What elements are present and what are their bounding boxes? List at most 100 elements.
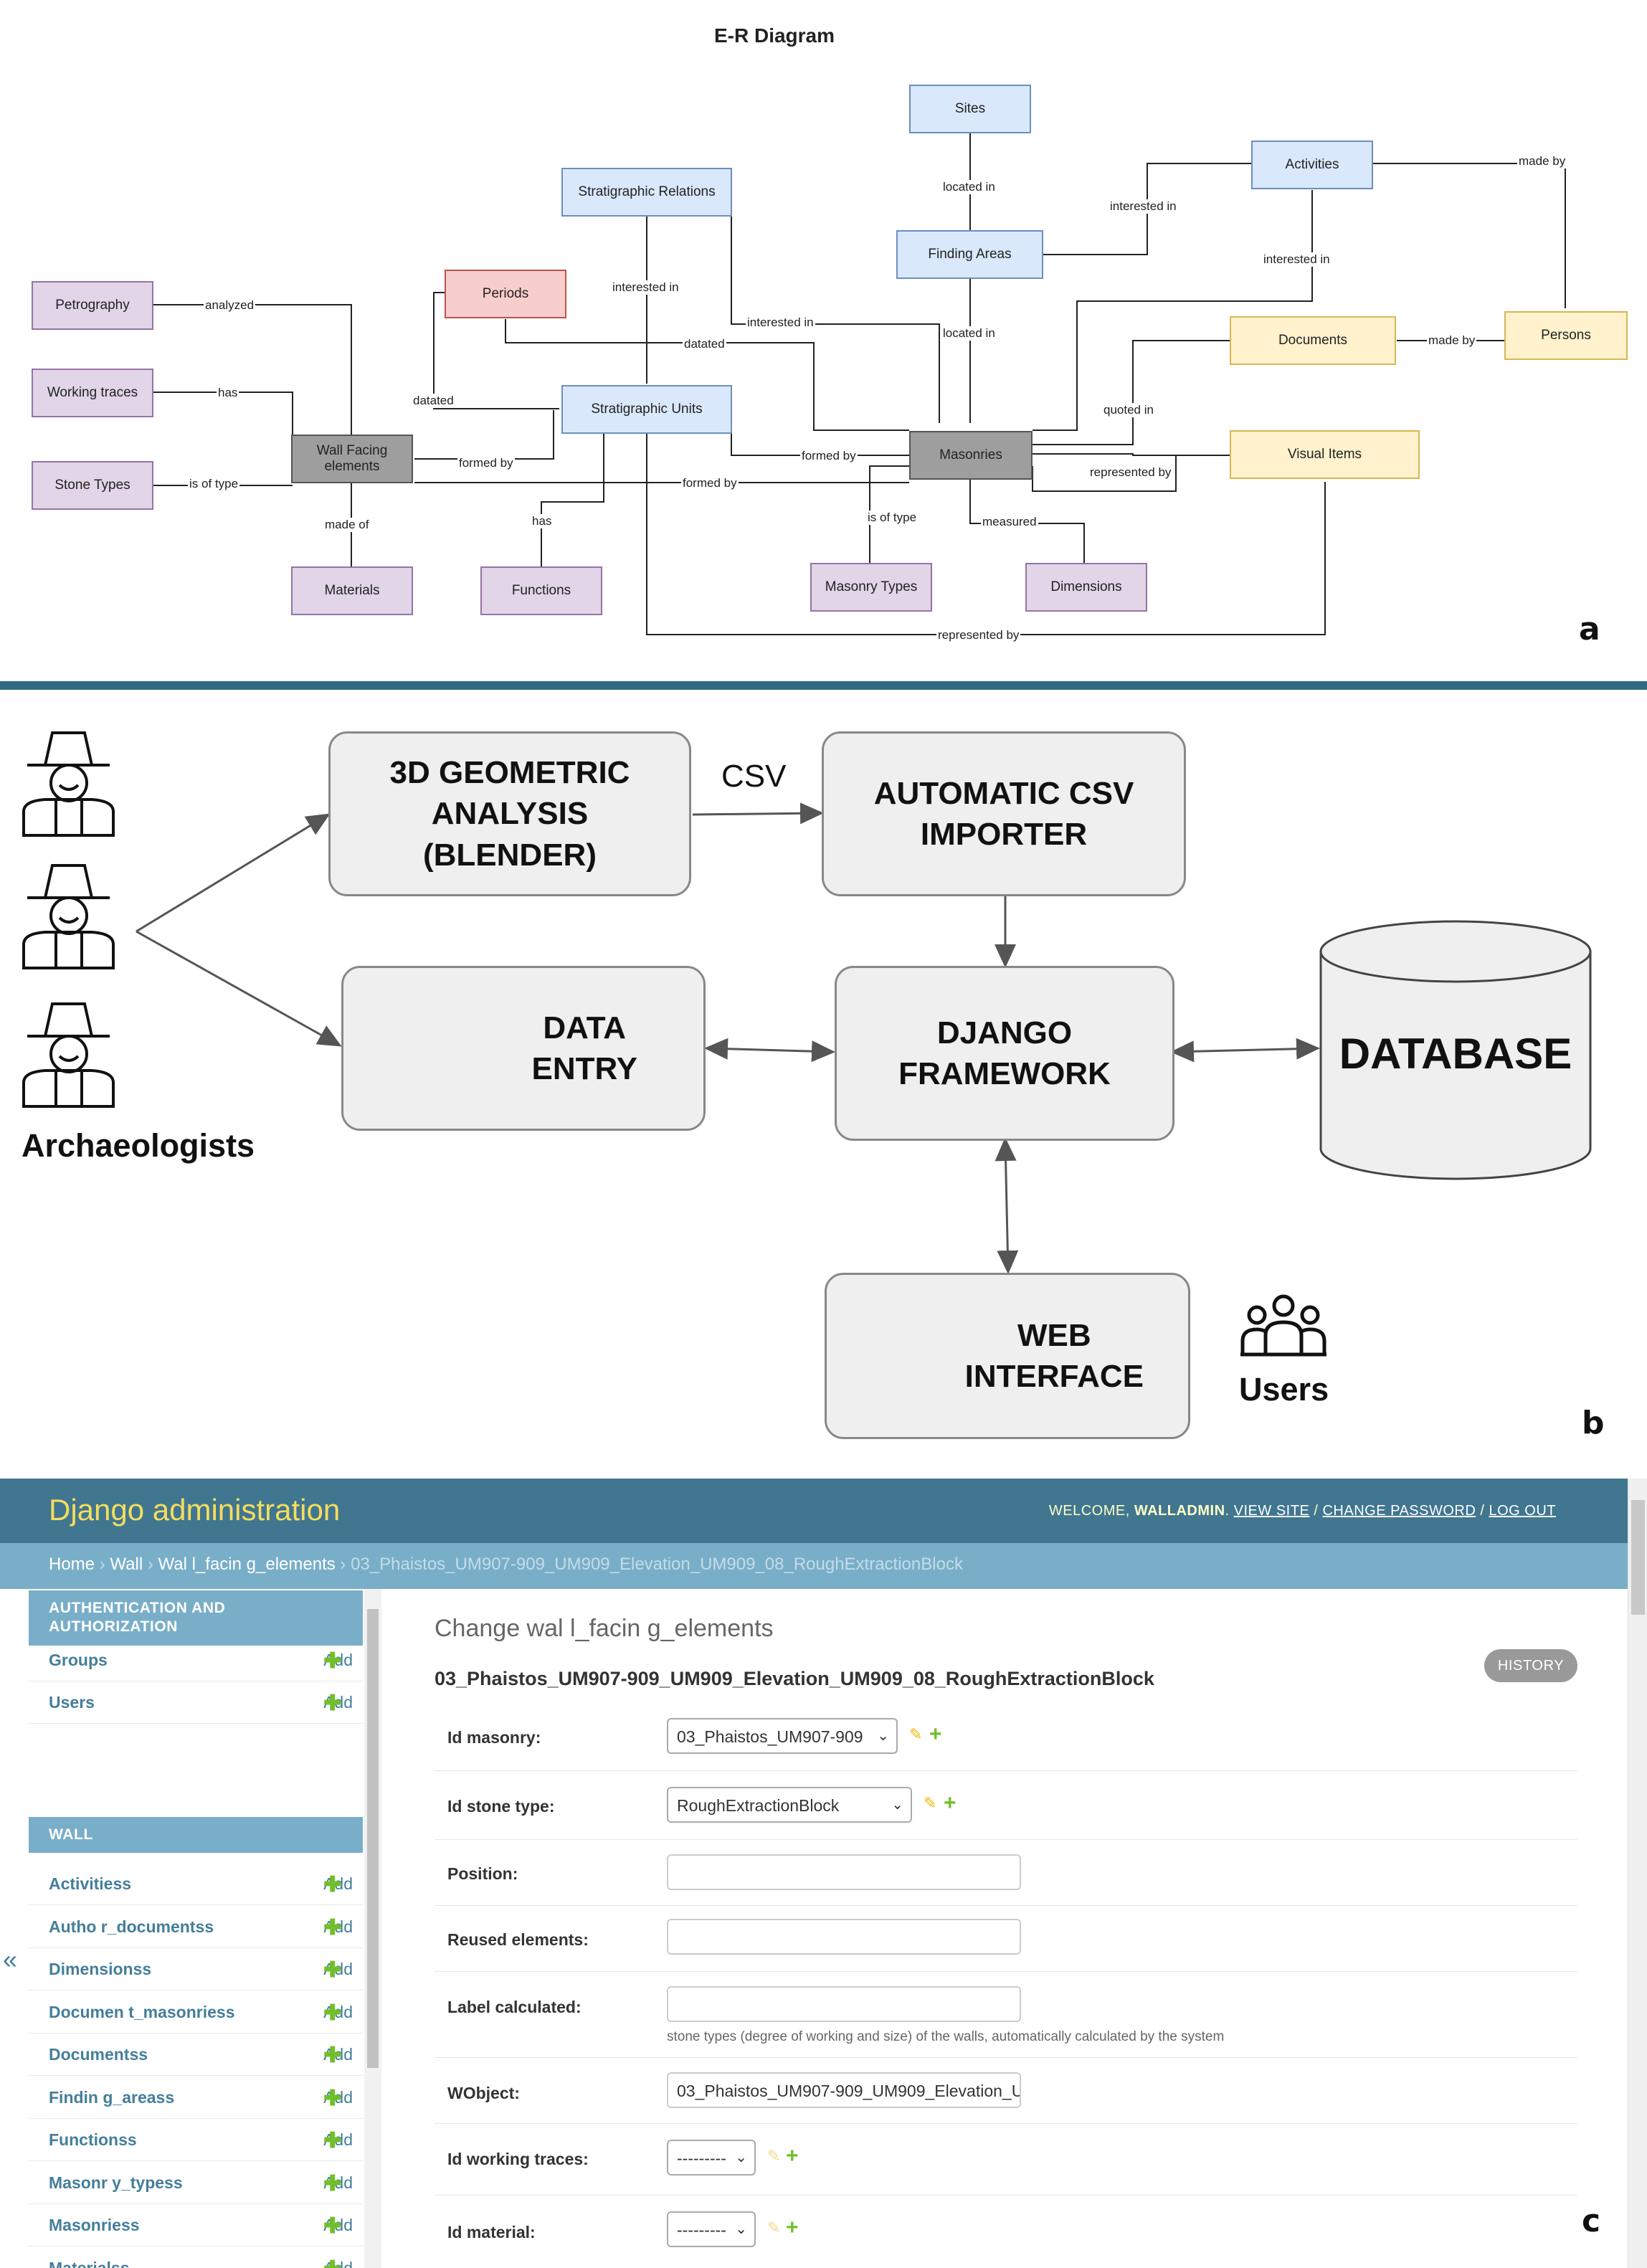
add-icon: ✚ <box>323 1915 342 1940</box>
edit-pencil-icon[interactable]: ✎ <box>909 1725 923 1743</box>
archaeologists-label: Archaeologists <box>22 1127 255 1164</box>
log-out-link[interactable]: LOG OUT <box>1489 1503 1556 1519</box>
module-caption-auth[interactable]: AUTHENTICATION AND AUTHORIZATION <box>29 1590 363 1646</box>
history-button[interactable]: HISTORY <box>1484 1649 1577 1682</box>
sidebar-item-users[interactable]: Users ✚ Add <box>29 1681 363 1724</box>
reused-elements-input[interactable] <box>667 1919 1021 1955</box>
add-related-icon[interactable]: + <box>944 1791 957 1815</box>
edit-pencil-icon[interactable]: ✎ <box>767 2219 781 2236</box>
id-stone-type-select[interactable]: RoughExtractionBlock⌄ <box>667 1787 912 1823</box>
entity-stratigraphic-relations: Stratigraphic Relations <box>561 168 732 217</box>
add-link[interactable]: ✚ Add <box>323 2258 353 2268</box>
id-masonry-select[interactable]: 03_Phaistos_UM907-909⌄ <box>667 1718 898 1754</box>
field-row-reused-elements: Reused elements: <box>435 1906 1577 1972</box>
entity-documents: Documents <box>1230 316 1396 365</box>
sidebar-item-label[interactable]: Findin g_areass <box>49 2087 175 2107</box>
sidebar-item-wall-model[interactable]: Functionss ✚ Add <box>29 2119 363 2161</box>
sidebar-item-wall-model[interactable]: Documen t_masonriess ✚ Add <box>29 1991 363 2034</box>
sidebar-item-label[interactable]: Masonriess <box>49 2216 140 2234</box>
sidebar-item-label[interactable]: Activitiess <box>49 1874 132 1893</box>
sidebar-item-wall-model[interactable]: Findin g_areass ✚ Add <box>29 2077 363 2119</box>
add-link[interactable]: ✚ Add <box>323 1693 353 1714</box>
users-label: Users <box>1239 1371 1329 1408</box>
sidebar-item-label[interactable]: Functionss <box>49 2130 137 2149</box>
add-link[interactable]: ✚ Add <box>323 1960 353 1981</box>
sidebar-item-groups[interactable]: Groups ✚ Add <box>29 1639 363 1681</box>
sidebar-item-wall-model[interactable]: Dimensionss ✚ Add <box>29 1948 363 1991</box>
sidebar-item-label[interactable]: Autho r_documentss <box>49 1917 214 1936</box>
field-label: WObject: <box>447 2084 520 2102</box>
breadcrumb-wall[interactable]: Wall <box>110 1555 143 1574</box>
sidebar-item-wall-model[interactable]: Autho r_documentss ✚ Add <box>29 1906 363 1948</box>
sidebar-item-label[interactable]: Documentss <box>49 2045 148 2064</box>
user-tools: WELCOME, WALLADMIN. VIEW SITE / CHANGE P… <box>1048 1503 1556 1519</box>
add-link[interactable]: ✚ Add <box>323 1915 353 1940</box>
add-link[interactable]: ✚ Add <box>323 2087 353 2109</box>
tools-separator: / <box>1314 1503 1319 1519</box>
add-icon: ✚ <box>323 2214 342 2238</box>
entity-wall-facing-elements: Wall Facing elements <box>291 435 413 483</box>
chevron-down-icon: ⌄ <box>735 2221 747 2237</box>
admin-sidebar: AUTHENTICATION AND AUTHORIZATION Groups ✚… <box>29 1589 363 2268</box>
tools-separator: / <box>1480 1503 1485 1519</box>
entity-sites: Sites <box>909 85 1031 133</box>
add-link[interactable]: ✚ Add <box>323 2002 353 2023</box>
sidebar-item-label[interactable]: Users <box>49 1693 95 1712</box>
change-password-link[interactable]: CHANGE PASSWORD <box>1322 1503 1476 1519</box>
label-calculated-input[interactable] <box>667 1986 1021 2022</box>
view-site-link[interactable]: VIEW SITE <box>1233 1503 1310 1519</box>
box-line: ANALYSIS <box>431 796 589 832</box>
sidebar-scrollbar[interactable] <box>364 1589 381 2268</box>
wobject-input[interactable]: 03_Phaistos_UM907-909_UM909_Elevation_U <box>667 2072 1021 2108</box>
relation-label: measured <box>981 515 1038 529</box>
sidebar-item-wall-model[interactable]: Masonriess ✚ Add <box>29 2204 363 2246</box>
er-connector-lines <box>153 133 1566 635</box>
field-label: Reused elements: <box>447 1930 589 1949</box>
sidebar-item-label[interactable]: Groups <box>49 1651 108 1669</box>
entity-petrography: Petrography <box>32 281 153 330</box>
field-row-position: Position: <box>435 1840 1577 1906</box>
scrollbar-thumb[interactable] <box>1631 1500 1645 1615</box>
sidebar-item-wall-model[interactable]: Masonr y_typess ✚ Add <box>29 2162 363 2204</box>
select-value: RoughExtractionBlock <box>677 1796 840 1815</box>
sidebar-item-wall-model[interactable]: Materialss ✚ Add <box>29 2247 363 2268</box>
add-label: Add <box>323 1651 353 1669</box>
page-scrollbar[interactable] <box>1628 1479 1647 2268</box>
breadcrumb-model[interactable]: Wal l_facin g_elements <box>158 1555 336 1574</box>
scrollbar-thumb[interactable] <box>367 1609 379 2068</box>
add-link[interactable]: ✚ Add <box>323 1651 353 1672</box>
add-link[interactable]: ✚ Add <box>323 2214 353 2238</box>
edit-pencil-icon[interactable]: ✎ <box>767 2147 781 2165</box>
add-link[interactable]: ✚ Add <box>323 2173 353 2194</box>
add-related-icon[interactable]: + <box>786 2216 799 2239</box>
edit-pencil-icon[interactable]: ✎ <box>924 1794 937 1812</box>
entity-masonries: Masonries <box>909 431 1033 480</box>
relation-label: represented by <box>936 628 1021 642</box>
sidebar-item-wall-model[interactable]: Activitiess ✚ Add <box>29 1863 363 1905</box>
module-caption-wall[interactable]: WALL <box>29 1817 363 1854</box>
sidebar-item-label[interactable]: Dimensionss <box>49 1960 152 1978</box>
add-label: Add <box>323 2216 353 2234</box>
admin-brand[interactable]: Django administration <box>49 1493 341 1527</box>
sidebar-item-label[interactable]: Documen t_masonriess <box>49 2002 235 2021</box>
sidebar-collapse-icon[interactable]: « <box>3 1945 18 1974</box>
sidebar-item-label[interactable]: Masonr y_typess <box>49 2173 183 2192</box>
sidebar-item-label[interactable]: Materialss <box>49 2258 130 2268</box>
sidebar-item-wall-model[interactable]: Documentss ✚ Add <box>29 2034 363 2076</box>
box-line: INTERFACE <box>964 1359 1144 1394</box>
add-link[interactable]: ✚ Add <box>323 1874 353 1896</box>
position-input[interactable] <box>667 1854 1021 1890</box>
entity-stone-types: Stone Types <box>32 461 153 510</box>
add-link[interactable]: ✚ Add <box>323 2045 353 2067</box>
relation-label: datated <box>412 394 455 408</box>
breadcrumb-home[interactable]: Home <box>49 1555 95 1574</box>
add-link[interactable]: ✚ Add <box>323 2130 353 2152</box>
er-diagram-panel: E-R Diagram <box>0 0 1647 681</box>
add-related-icon[interactable]: + <box>786 2144 799 2168</box>
breadcrumb-separator: › <box>340 1555 346 1574</box>
material-select[interactable]: ---------⌄ <box>667 2211 756 2247</box>
add-related-icon[interactable]: + <box>929 1722 942 1746</box>
working-traces-select[interactable]: ---------⌄ <box>667 2140 756 2176</box>
archaeologist-icons <box>22 731 115 1108</box>
